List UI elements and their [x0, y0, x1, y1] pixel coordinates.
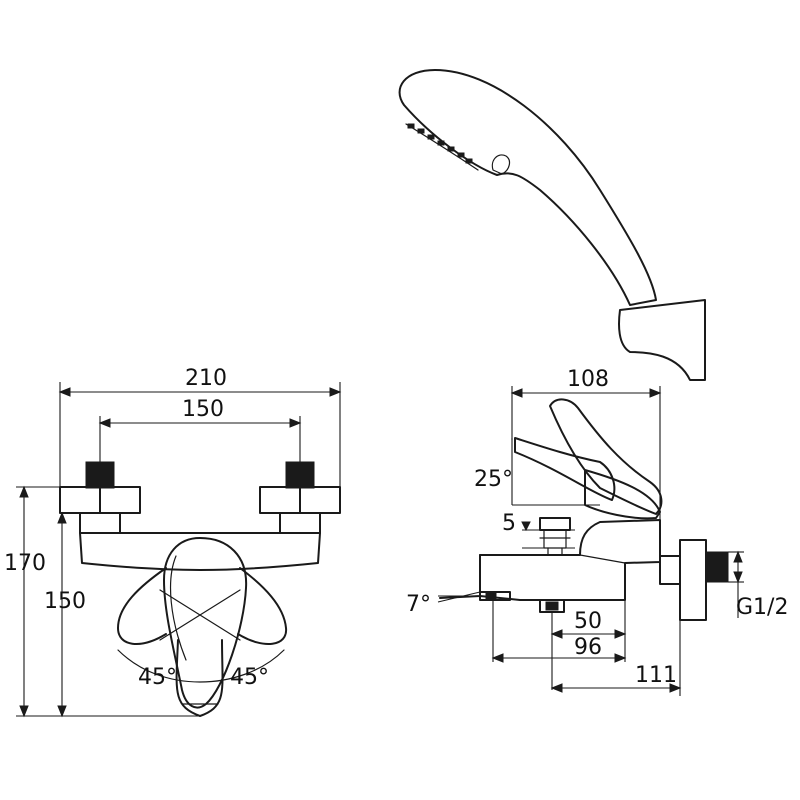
inlet-connector-right	[285, 461, 315, 489]
front-view: 210 150 170 150 45° 45°	[4, 366, 342, 718]
thread-size: G1/2	[736, 595, 788, 620]
diverter-knob	[539, 517, 571, 531]
side-spout	[439, 554, 481, 599]
side-lever-base	[514, 437, 616, 501]
wall-nut	[659, 555, 681, 585]
dim-width-overall: 210	[185, 366, 227, 391]
side-view: 108 25° 5 7° 50 96 111	[406, 367, 788, 696]
lever-handle-inner	[169, 555, 187, 661]
threaded-inlet	[705, 551, 729, 583]
dim-outlet-offset: 50	[574, 609, 602, 634]
hand-shower-button	[491, 154, 511, 175]
spout-angle: 7°	[406, 592, 431, 617]
mixer-body	[79, 532, 321, 571]
shower-holder	[618, 299, 706, 381]
dim-overall-depth: 111	[635, 663, 677, 688]
dim-height-body: 150	[44, 589, 86, 614]
dim-depth-lever: 108	[567, 367, 609, 392]
dim-width-centers: 150	[182, 397, 224, 422]
angle-left: 45°	[138, 665, 177, 690]
dim-height-overall: 170	[4, 551, 46, 576]
dim-spout-depth: 96	[574, 635, 602, 660]
spray-nozzles	[407, 123, 473, 164]
lever-handle	[163, 537, 248, 709]
side-lever	[549, 398, 663, 515]
hand-shower-nozzle-face	[405, 123, 479, 171]
dim-diverter-gap: 5	[502, 511, 516, 536]
angle-right: 45°	[230, 665, 269, 690]
cartridge-housing	[584, 469, 661, 520]
nut-left	[79, 512, 121, 534]
lever-angle: 25°	[474, 467, 513, 492]
lever-wing-left	[117, 567, 167, 646]
hand-shower-outline	[398, 69, 657, 306]
nut-right	[279, 512, 321, 534]
inlet-connector-left	[85, 461, 115, 489]
wall-flange	[679, 539, 707, 621]
lever-wing-right	[237, 567, 288, 646]
hand-shower	[398, 69, 706, 381]
